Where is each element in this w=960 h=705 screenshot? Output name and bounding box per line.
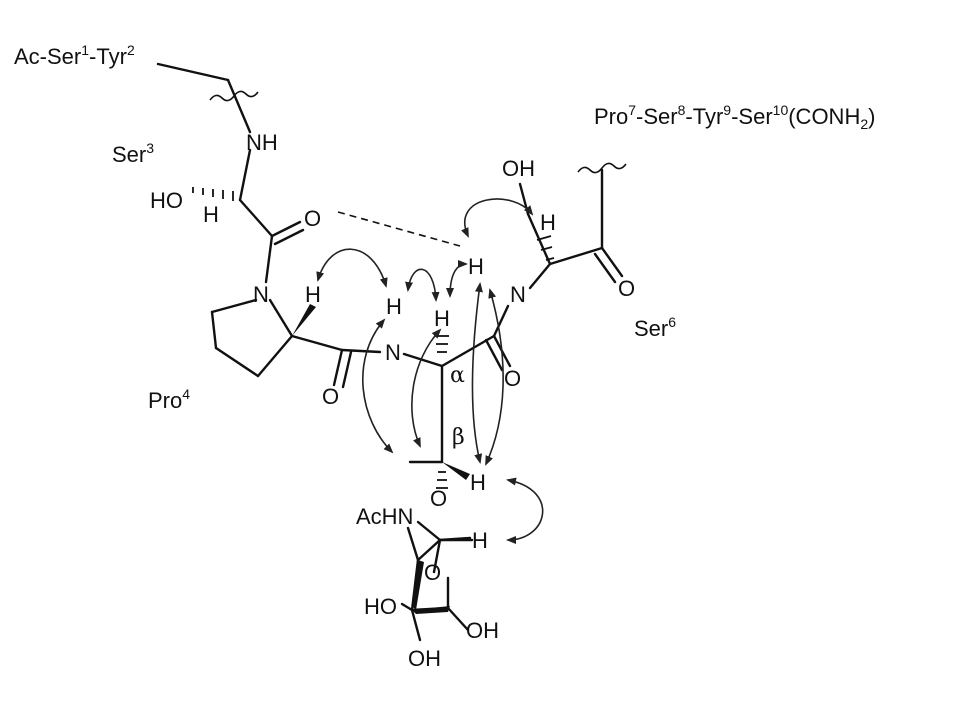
wavy-line-n-term — [209, 90, 259, 102]
label-beta: β — [452, 425, 465, 450]
greek-labels: α β — [450, 363, 465, 450]
atom-n-thr: N — [385, 340, 401, 365]
residue-labels: Ac-Ser1-Tyr2 Pro7-Ser8-Tyr9-Ser10(CONH2)… — [14, 42, 875, 413]
atom-oh-c3: OH — [408, 646, 441, 671]
atom-h-pro: H — [305, 282, 321, 307]
atom-ho-c4: HO — [364, 594, 397, 619]
label-ser3: Ser3 — [112, 140, 154, 167]
n-terminal-residues: Ac-Ser1-Tyr2 — [14, 42, 135, 69]
atom-h-beta-thr: H — [470, 470, 486, 495]
noe-arrows — [316, 198, 544, 544]
atom-oh-ser6: OH — [502, 156, 535, 181]
atom-h-amide-thr: H — [386, 294, 402, 319]
atom-nh-ser3: NH — [246, 130, 278, 155]
atom-o-ser3-carbonyl: O — [304, 206, 321, 231]
atom-h-anomeric: H — [472, 528, 488, 553]
atom-labels: NH HO H O N H O N H H O H N OH H O H O A… — [150, 130, 635, 671]
atom-o-ser6-carbonyl: O — [618, 276, 635, 301]
hydrogen-bond-dashed — [337, 211, 461, 247]
atom-n-pro: N — [253, 282, 269, 307]
label-alpha: α — [450, 363, 465, 388]
atom-h-ser3: H — [203, 202, 219, 227]
wavy-line-c-term — [577, 162, 627, 174]
stereo-bonds — [192, 187, 555, 614]
atom-h-amide-ser6: H — [468, 254, 484, 279]
atom-o-thr-carbonyl: O — [504, 366, 521, 391]
c-terminal-residues: Pro7-Ser8-Tyr9-Ser10(CONH2) — [594, 102, 875, 132]
atom-h-ser6-alpha: H — [540, 210, 556, 235]
label-ser6: Ser6 — [634, 314, 676, 341]
atom-n-ser6: N — [510, 282, 526, 307]
atom-h-alpha-thr: H — [434, 306, 450, 331]
label-pro4: Pro4 — [148, 386, 190, 413]
atom-achn: AcHN — [356, 504, 413, 529]
atom-o-glycosidic: O — [430, 486, 447, 511]
atom-o-ring: O — [424, 560, 441, 585]
atom-oh-c6: OH — [466, 618, 499, 643]
bond-skeleton — [156, 62, 624, 642]
atom-o-pro-carbonyl: O — [322, 384, 339, 409]
atom-ho-ser3: HO — [150, 188, 183, 213]
